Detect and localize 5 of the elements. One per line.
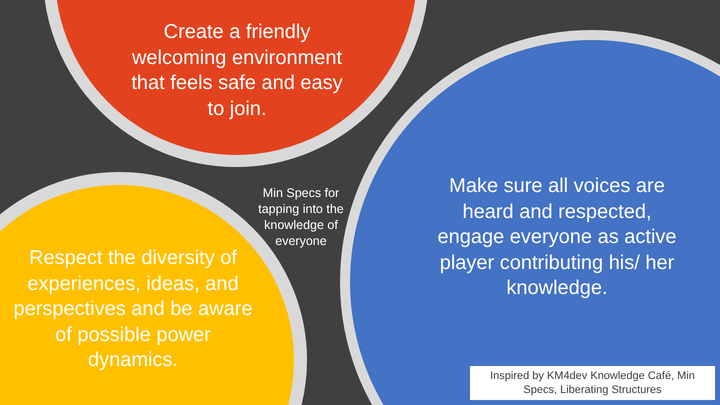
title-text: Min Specs for tapping into the knowledge of everyone (257, 185, 345, 249)
circle-text: Create a friendly welcoming environment that feels safe and easy to join. (130, 20, 344, 122)
source-note: Inspired by KM4dev Knowledge Café, Min Specs, Liberating Structures (470, 366, 715, 400)
circle-text: Respect the diversity of experiences, ideas, and perspectives and be aware of possible power dynamics. (12, 246, 254, 373)
circle-text: Make sure all voices are heard and respected, engage everyone as active player contributing his/ her knowledge. (436, 174, 678, 301)
